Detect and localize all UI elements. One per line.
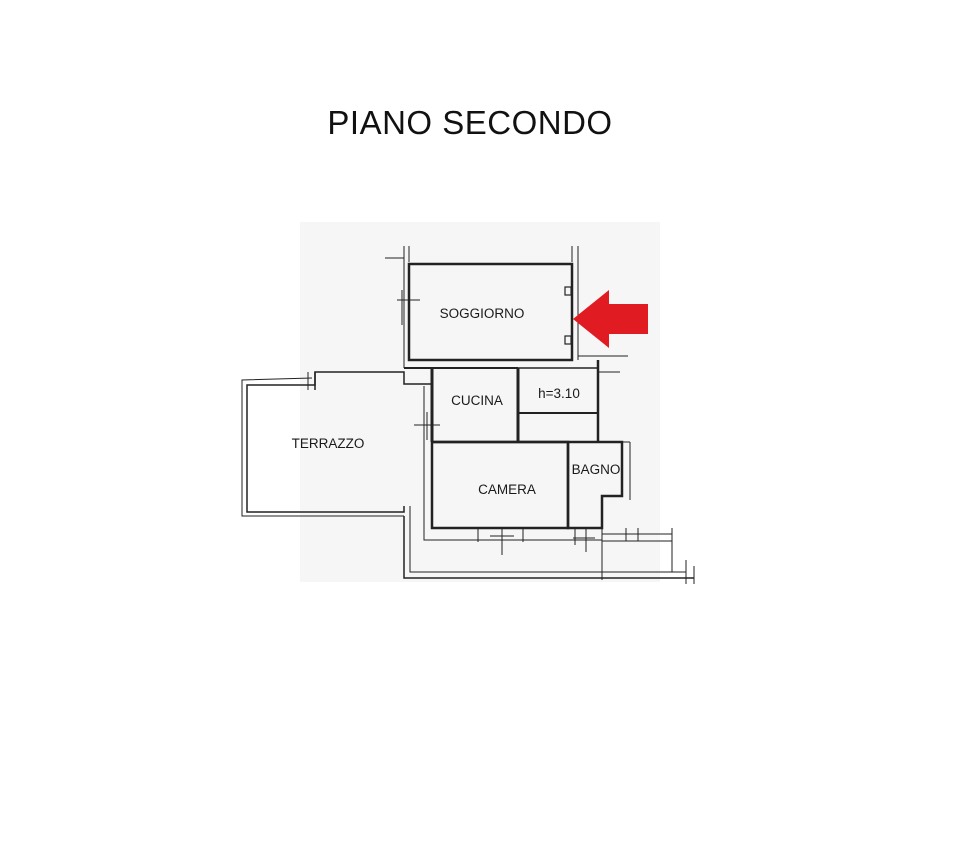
- room-label-cucina: CUCINA: [451, 393, 503, 408]
- room-label-terrazzo: TERRAZZO: [292, 436, 365, 451]
- drawing-background: [300, 222, 660, 582]
- red-arrow-left-icon: [573, 290, 648, 348]
- room-label-soggiorno: SOGGIORNO: [440, 306, 525, 321]
- soggiorno-walls: [407, 262, 574, 362]
- room-height-note: h=3.10: [538, 386, 580, 401]
- room-label-camera: CAMERA: [478, 482, 536, 497]
- room-label-bagno: BAGNO: [572, 462, 621, 477]
- walls: [241, 246, 695, 584]
- page-title: PIANO SECONDO: [327, 104, 613, 141]
